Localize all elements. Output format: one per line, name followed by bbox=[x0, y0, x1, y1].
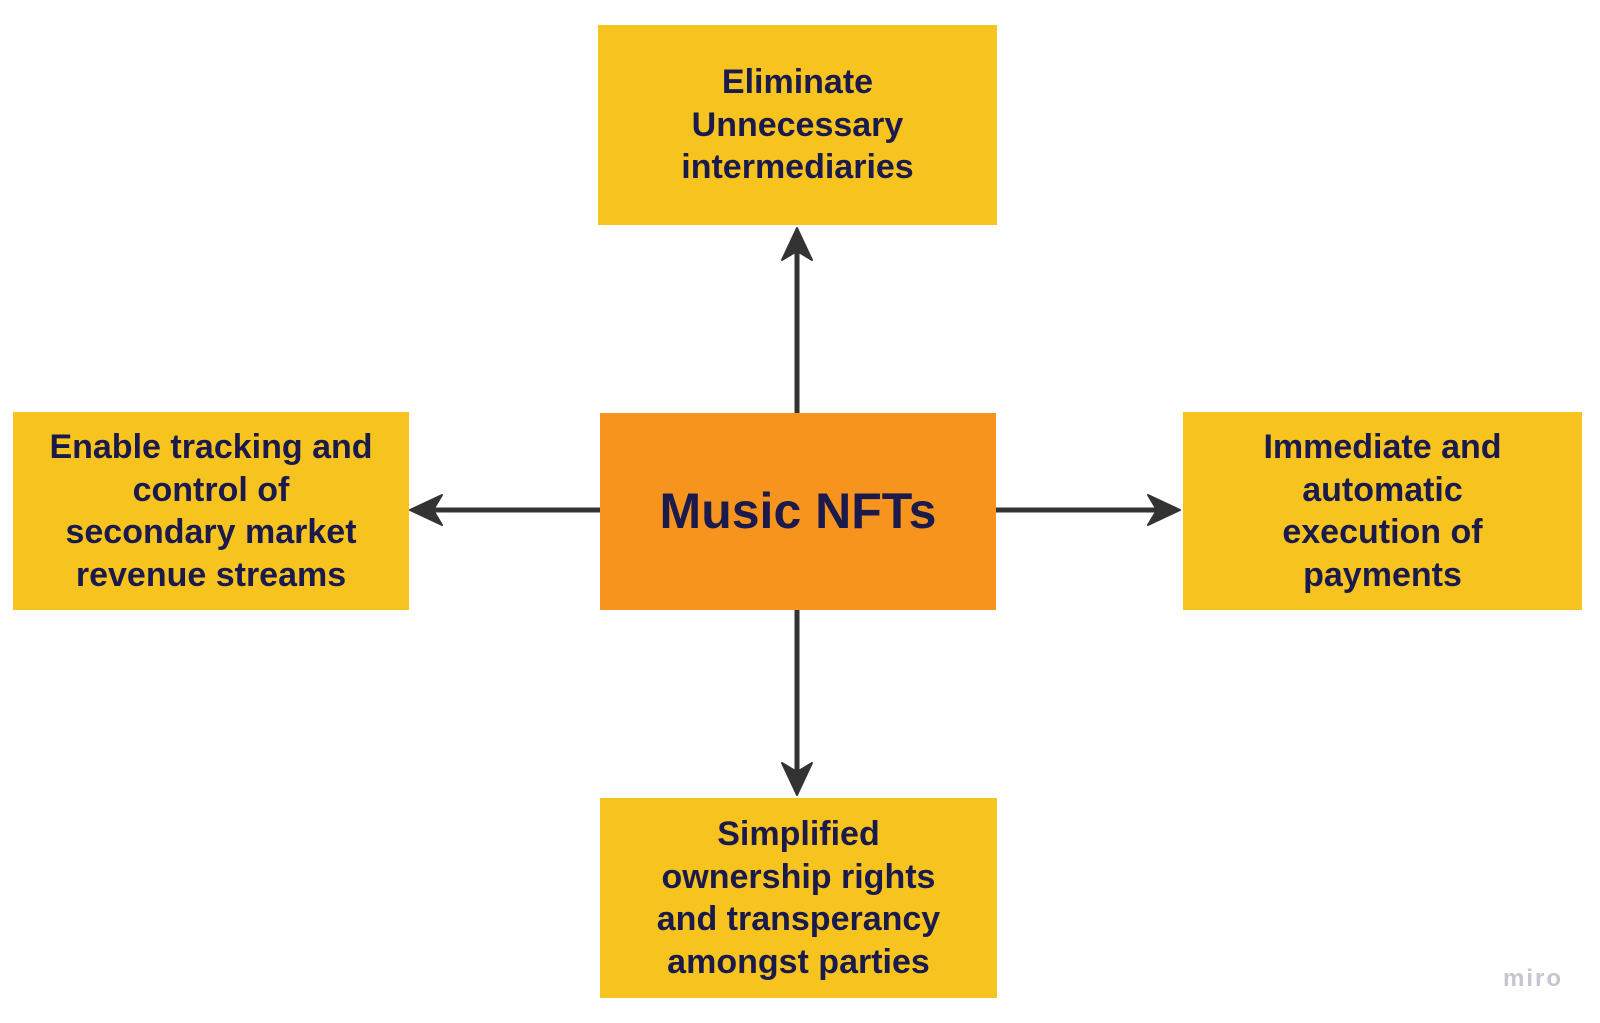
node-label: Immediate and automatic execution of pay… bbox=[1263, 428, 1502, 594]
connector-center-to-left[interactable] bbox=[409, 494, 600, 526]
connector-center-to-bottom[interactable] bbox=[781, 610, 813, 796]
node-music-nfts[interactable]: Music NFTs bbox=[600, 413, 996, 610]
arrowhead-left-icon bbox=[409, 494, 443, 526]
node-label: Eliminate Unnecessary intermediaries bbox=[681, 63, 914, 187]
connector-center-to-top[interactable] bbox=[781, 227, 813, 413]
node-label: Simplified ownership rights and transper… bbox=[656, 815, 941, 981]
connector-center-to-right[interactable] bbox=[996, 494, 1181, 526]
miro-watermark: miro bbox=[1502, 965, 1563, 992]
center-node-label: Music NFTs bbox=[659, 483, 937, 539]
arrowhead-right-icon bbox=[1147, 494, 1181, 526]
arrowhead-up-icon bbox=[781, 227, 813, 261]
node-tracking-control[interactable]: Enable tracking and control of secondary… bbox=[13, 412, 409, 610]
node-label: Enable tracking and control of secondary… bbox=[49, 428, 373, 594]
arrowhead-down-icon bbox=[781, 762, 813, 796]
node-ownership-transparency[interactable]: Simplified ownership rights and transper… bbox=[600, 798, 997, 998]
node-automatic-payments[interactable]: Immediate and automatic execution of pay… bbox=[1183, 412, 1582, 610]
node-eliminate-intermediaries[interactable]: Eliminate Unnecessary intermediaries bbox=[598, 25, 997, 225]
